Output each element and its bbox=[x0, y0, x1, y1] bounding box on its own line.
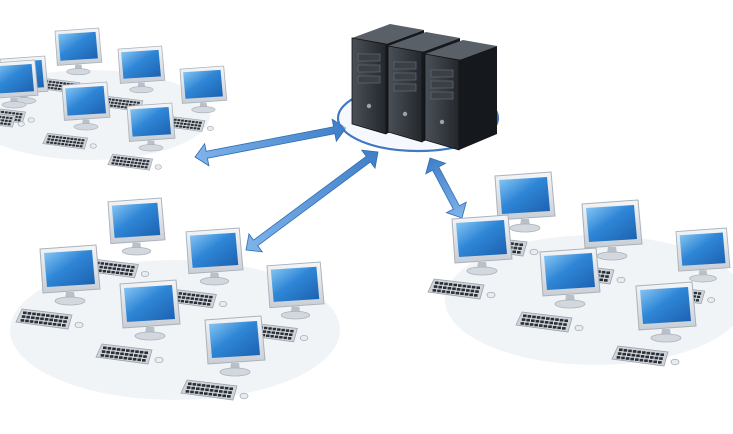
server-cluster bbox=[336, 24, 500, 153]
desktop-computer-icon bbox=[42, 81, 111, 150]
monitor-base bbox=[129, 86, 154, 94]
monitor-base bbox=[54, 296, 86, 306]
mouse bbox=[616, 276, 626, 284]
monitor-screen bbox=[586, 205, 637, 242]
monitor-base bbox=[134, 331, 166, 341]
server-rack-icon bbox=[424, 40, 497, 151]
mouse bbox=[299, 335, 309, 341]
monitor-screen bbox=[189, 232, 239, 268]
monitor-screen bbox=[121, 49, 161, 79]
monitor-screen bbox=[111, 202, 161, 238]
mouse bbox=[707, 297, 716, 303]
monitor-base bbox=[554, 299, 586, 309]
desktop-computer-icon bbox=[107, 102, 176, 171]
mouse bbox=[239, 392, 249, 400]
monitor-screen bbox=[270, 266, 320, 302]
monitor-base bbox=[191, 106, 216, 114]
monitor-screen bbox=[679, 232, 726, 266]
monitor-screen bbox=[544, 253, 595, 290]
workstations bbox=[0, 27, 731, 401]
link-bottom-center bbox=[245, 149, 379, 253]
double-arrow-icon bbox=[194, 118, 347, 167]
mouse bbox=[670, 358, 680, 366]
keyboard-keys bbox=[520, 314, 568, 330]
mouse bbox=[74, 321, 84, 329]
keyboard-keys bbox=[111, 156, 150, 169]
monitor-base bbox=[199, 277, 230, 286]
monitor-base bbox=[121, 247, 152, 256]
monitor-base bbox=[138, 144, 164, 152]
workstation-group-bottom-center bbox=[15, 197, 325, 401]
monitor-screen bbox=[124, 285, 175, 322]
monitor-base bbox=[596, 251, 628, 261]
link-right bbox=[425, 157, 467, 219]
keyboard-keys bbox=[432, 281, 480, 297]
monitor-base bbox=[73, 123, 99, 131]
mouse bbox=[574, 324, 584, 332]
monitor-screen bbox=[456, 220, 507, 257]
mouse bbox=[17, 121, 25, 127]
monitor-screen bbox=[130, 107, 171, 137]
desktop-computer-icon bbox=[95, 279, 181, 365]
desktop-computer-icon bbox=[84, 197, 166, 279]
monitor-screen bbox=[209, 321, 260, 358]
monitor-base bbox=[509, 223, 541, 233]
monitor-screen bbox=[0, 64, 35, 94]
desktop-computer-icon bbox=[15, 244, 101, 330]
keyboard-keys bbox=[20, 311, 68, 327]
keyboard-keys bbox=[185, 382, 233, 398]
monitor-screen bbox=[65, 86, 106, 116]
desktop-computer-icon bbox=[611, 281, 697, 367]
mouse bbox=[486, 291, 496, 299]
monitor-screen bbox=[640, 287, 691, 324]
monitor-base bbox=[1, 101, 27, 109]
link-top-left bbox=[194, 118, 347, 167]
desktop-computer-icon bbox=[180, 315, 266, 401]
desktop-computer-icon bbox=[427, 214, 513, 300]
mouse bbox=[89, 143, 97, 149]
mouse bbox=[529, 248, 539, 256]
keyboard-keys bbox=[0, 115, 13, 126]
monitor-screen bbox=[183, 69, 223, 99]
monitor-base bbox=[280, 311, 311, 320]
mouse bbox=[140, 271, 150, 277]
desktop-computer-icon bbox=[515, 247, 601, 333]
mouse bbox=[207, 125, 214, 131]
monitor-screen bbox=[499, 177, 550, 214]
keyboard-keys bbox=[100, 346, 148, 362]
workstation-group-right bbox=[427, 171, 731, 367]
mouse bbox=[27, 117, 35, 123]
keyboard-keys bbox=[616, 348, 664, 364]
monitor-base bbox=[466, 266, 498, 276]
double-arrow-icon bbox=[245, 149, 379, 253]
desktop-computer-icon bbox=[0, 59, 39, 128]
monitor-base bbox=[689, 274, 717, 283]
mouse bbox=[218, 301, 228, 307]
monitor-base bbox=[650, 333, 682, 343]
network-links bbox=[194, 118, 467, 253]
keyboard-keys bbox=[46, 135, 85, 148]
mouse bbox=[154, 356, 164, 364]
monitor-screen bbox=[44, 250, 95, 287]
mouse bbox=[154, 164, 162, 170]
monitor-screen bbox=[58, 31, 98, 61]
monitor-base bbox=[219, 367, 251, 377]
double-arrow-icon bbox=[425, 157, 467, 219]
monitor-base bbox=[66, 68, 91, 76]
desktop-computer-icon bbox=[470, 171, 556, 257]
